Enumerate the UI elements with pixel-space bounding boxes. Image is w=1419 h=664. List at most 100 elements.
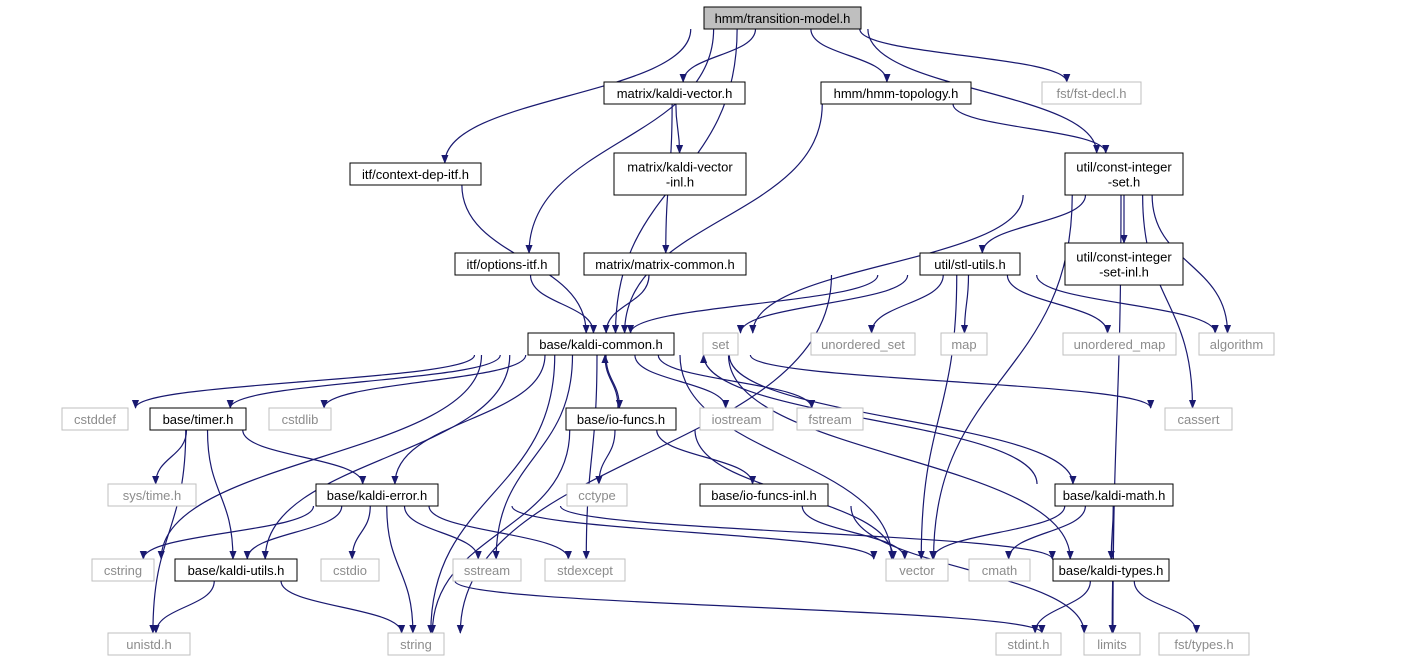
node-label: unordered_set (821, 337, 905, 352)
node-label: base/io-funcs-inl.h (711, 488, 817, 503)
edge-km-to-cmath (1005, 505, 1086, 560)
edge-timer-to-ku (206, 429, 237, 560)
node-label: vector (899, 563, 935, 578)
edge-tm-to-ctx (441, 28, 692, 164)
node-box (544, 558, 626, 582)
edge-ke-to-ku (243, 505, 343, 560)
edge-stl-to-kc (626, 274, 879, 334)
node-ctx[interactable]: itf/context-dep-itf.h (349, 162, 482, 186)
node-opt[interactable]: itf/options-itf.h (454, 252, 560, 276)
edge-kc-to-sstream (492, 354, 574, 560)
edge-timer-to-systime (152, 429, 188, 485)
node-cstddef: cstddef (61, 407, 129, 431)
node-iostream: iostream (699, 407, 774, 431)
node-box (1083, 632, 1141, 656)
edge-cis-to-set (749, 194, 1024, 334)
node-box (107, 632, 191, 656)
node-label: cmath (982, 563, 1017, 578)
node-mc[interactable]: matrix/matrix-common.h (583, 252, 747, 276)
node-cisi[interactable]: util/const-integer-set-inl.h (1064, 242, 1184, 286)
edge-timer-to-unistd (149, 429, 187, 634)
edge-cis-to-vector (929, 194, 1073, 560)
edge-ke-to-string (386, 505, 417, 634)
node-ku[interactable]: base/kaldi-utils.h (174, 558, 298, 582)
node-box (174, 558, 298, 582)
edge-iofi-to-limits (850, 505, 1088, 634)
node-box (1064, 242, 1184, 286)
node-cis[interactable]: util/const-integer-set.h (1064, 152, 1184, 196)
node-label: cassert (1178, 412, 1220, 427)
edge-cis-to-cassert (1142, 194, 1197, 409)
node-iof[interactable]: base/io-funcs.h (565, 407, 677, 431)
node-timer[interactable]: base/timer.h (149, 407, 247, 431)
edge-tm-to-cis (867, 28, 1101, 154)
node-box (1041, 81, 1142, 105)
edge-kc-to-timer (226, 354, 501, 409)
node-cctype: cctype (566, 483, 628, 507)
node-kt[interactable]: base/kaldi-types.h (1052, 558, 1170, 582)
node-label: fst/fst-decl.h (1056, 86, 1126, 101)
node-label: util/const-integer (1076, 250, 1172, 265)
edge-stl-to-map (960, 274, 970, 334)
node-kv[interactable]: matrix/kaldi-vector.h (603, 81, 746, 105)
node-stl[interactable]: util/stl-utils.h (919, 252, 1021, 276)
node-box (107, 483, 197, 507)
edge-stl-to-algo (1036, 274, 1219, 334)
node-cassert: cassert (1164, 407, 1233, 431)
node-stdexcept: stdexcept (544, 558, 626, 582)
node-label: sstream (464, 563, 510, 578)
edge-kc-to-cassert (749, 354, 1155, 409)
node-label: base/io-funcs.h (577, 412, 665, 427)
edge-topo-to-kc (621, 103, 823, 334)
node-label: -inl.h (666, 175, 694, 190)
node-box (968, 558, 1031, 582)
node-box (320, 558, 380, 582)
node-box (1052, 558, 1170, 582)
node-box (149, 407, 247, 431)
node-label: algorithm (1210, 337, 1263, 352)
node-label: unistd.h (126, 637, 172, 652)
edge-kc-to-kt (727, 354, 1074, 560)
node-label: base/kaldi-error.h (327, 488, 427, 503)
node-cstdio: cstdio (320, 558, 380, 582)
node-km[interactable]: base/kaldi-math.h (1054, 483, 1174, 507)
node-iofi[interactable]: base/io-funcs-inl.h (699, 483, 829, 507)
edge-stl-to-umap (1006, 274, 1112, 334)
edge-mc-to-kc (602, 274, 650, 334)
edge-tm-to-fstdecl (859, 28, 1071, 83)
node-kvi[interactable]: matrix/kaldi-vector-inl.h (613, 152, 747, 196)
node-tm: hmm/transition-model.h (703, 6, 862, 30)
node-label: set (712, 337, 730, 352)
node-label: limits (1097, 637, 1127, 652)
edge-km-to-vector (929, 505, 1066, 560)
node-label: cstring (104, 563, 142, 578)
node-box (315, 483, 439, 507)
node-map: map (940, 332, 988, 356)
node-label: hmm/hmm-topology.h (834, 86, 959, 101)
node-label: itf/options-itf.h (467, 257, 548, 272)
node-label: string (400, 637, 432, 652)
node-vector: vector (885, 558, 949, 582)
node-box (1062, 332, 1177, 356)
node-label: -set.h (1108, 175, 1141, 190)
node-box (1064, 152, 1184, 196)
node-fstream: fstream (796, 407, 864, 431)
node-uset: unordered_set (810, 332, 916, 356)
node-box (268, 407, 332, 431)
node-stdint: stdint.h (995, 632, 1062, 656)
edge-kc-to-cstring (157, 354, 483, 560)
node-ke[interactable]: base/kaldi-error.h (315, 483, 439, 507)
edge-km-to-kc (700, 354, 1038, 485)
node-algo: algorithm (1198, 332, 1275, 356)
edge-timer-to-ke (242, 429, 367, 485)
node-label: util/const-integer (1076, 160, 1172, 175)
edge-iofi-to-vector (801, 505, 909, 560)
node-label: base/kaldi-utils.h (188, 563, 285, 578)
node-label: base/timer.h (163, 412, 234, 427)
edge-ke-to-cstring (139, 505, 315, 560)
node-topo[interactable]: hmm/hmm-topology.h (820, 81, 972, 105)
node-box (796, 407, 864, 431)
edge-ku-to-limits (454, 580, 1046, 634)
node-kc[interactable]: base/kaldi-common.h (527, 332, 675, 356)
node-box (603, 81, 746, 105)
